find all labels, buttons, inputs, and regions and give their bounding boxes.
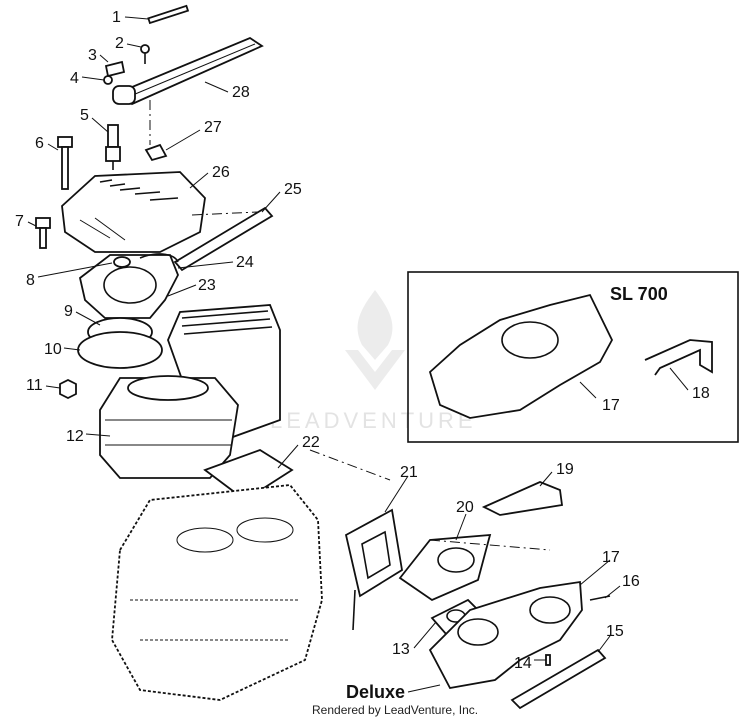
part-5-spark-plug: [105, 124, 121, 170]
callout-4: 4: [70, 70, 79, 87]
callout-5: 5: [80, 107, 89, 124]
callout-12: 12: [66, 428, 84, 445]
part-11-nut: [59, 378, 77, 400]
callout-24: 24: [236, 254, 254, 271]
callout-25: 25: [284, 181, 302, 198]
assembly-dashed-lines: [149, 100, 551, 551]
deluxe-intake-manifold: [428, 580, 583, 690]
watermark-text: LEADVENTURE: [270, 408, 477, 433]
part-22-gasket: [203, 449, 294, 502]
callout-11: 11: [26, 377, 43, 394]
callout-22: 22: [302, 434, 320, 451]
callout-28: 28: [232, 84, 250, 101]
part-15-strap: [510, 648, 607, 710]
callout-leader-lines: [27, 16, 689, 693]
watermark: LEADVENTURE: [270, 290, 477, 433]
callout-16: 16: [622, 573, 640, 590]
part-24-23-head-and-gasket: [78, 253, 179, 319]
small-parts-2-3-4: [103, 44, 150, 85]
callout-9: 9: [64, 303, 73, 320]
credit-caption: Rendered by LeadVenture, Inc.: [312, 703, 478, 717]
callout-20: 20: [456, 499, 474, 516]
callout-7: 7: [15, 213, 24, 230]
callout-18: 18: [692, 385, 710, 402]
callout-6: 6: [35, 135, 44, 152]
callout-13: 13: [392, 641, 410, 658]
sl700-inset: [407, 271, 739, 443]
part-1-pin: [147, 4, 190, 25]
deluxe-label: Deluxe: [346, 682, 405, 702]
callout-10: 10: [44, 341, 62, 358]
callout-21: 21: [400, 464, 418, 481]
inset-title: SL 700: [610, 284, 668, 304]
part-7-bolt: [35, 217, 51, 249]
part-26-cylinder-head: [61, 171, 206, 253]
callout-2: 2: [115, 35, 124, 52]
callout-17-deluxe: 17: [602, 549, 620, 566]
callout-19: 19: [556, 461, 574, 478]
callout-27: 27: [204, 119, 222, 136]
part-12-cylinder: [99, 375, 239, 479]
callout-26: 26: [212, 164, 230, 181]
part-6-bolt: [57, 136, 73, 190]
part-9-10-rings: [77, 317, 163, 369]
part-28-rail: [112, 36, 264, 106]
part-20-gasket: [398, 533, 492, 602]
callout-15: 15: [606, 623, 624, 640]
part-19-plate: [481, 481, 564, 516]
callout-labels: 1 2 3 4 5 6 7 8 9 10 11 12 13 14 15 16 1…: [15, 9, 710, 672]
callout-17-inset: 17: [602, 397, 620, 414]
part-21-reed-cage: [344, 508, 403, 631]
callout-23: 23: [198, 277, 216, 294]
engine-crankcase: [111, 484, 323, 701]
part-27-clip: [144, 143, 168, 162]
callout-14: 14: [514, 655, 532, 672]
callout-3: 3: [88, 47, 97, 64]
callout-1: 1: [112, 9, 121, 26]
callout-8: 8: [26, 272, 35, 289]
